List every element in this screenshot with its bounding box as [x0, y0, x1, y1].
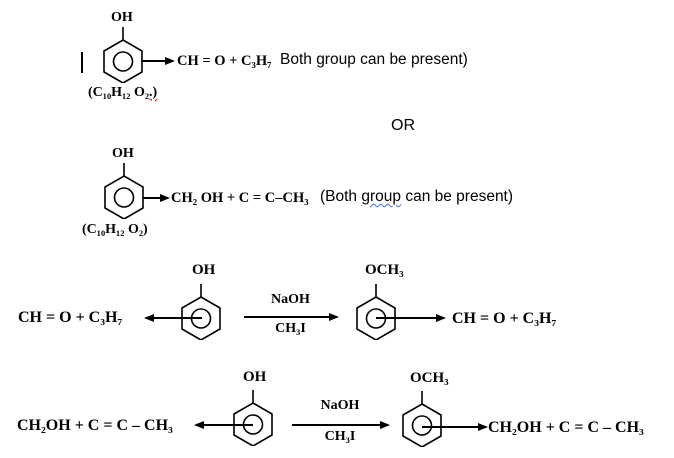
product-formula-left: CH₂OH + C = C – CH₃	[17, 417, 173, 434]
molecular-formula: (C₁₀H₁₂ O₂.)	[88, 85, 157, 101]
text-cursor[interactable]	[81, 52, 83, 73]
products-formula: CH = O + C₃H₇	[177, 53, 272, 69]
reagent-below-arrow: CH₃I	[324, 429, 356, 444]
reagent-above-arrow: NaOH	[271, 292, 310, 307]
benzene-ring-icon	[402, 391, 442, 447]
reagent-below-arrow: CH₃I	[275, 321, 306, 336]
molecular-formula-main: (C₁₀H₁₂ O	[88, 85, 145, 100]
note-word: group	[361, 188, 402, 205]
substituent-label-oh: OH	[243, 369, 267, 385]
reaction-arrow-icon	[244, 316, 337, 318]
arrow-right-icon	[143, 197, 168, 199]
benzene-ring-icon	[104, 163, 144, 219]
reagent-above-arrow: NaOH	[320, 398, 360, 413]
product-formula-right: CH = O + C₃H₇	[452, 310, 557, 327]
substituent-label-oh: OH	[111, 10, 133, 25]
arrow-left-icon	[196, 424, 253, 426]
annotation-note: Both group can be present)	[280, 51, 468, 68]
substituent-label-och3: OCH₃	[410, 370, 449, 386]
substituent-label-oh: OH	[192, 262, 216, 278]
arrow-right-icon	[422, 426, 486, 428]
benzene-ring-icon	[181, 284, 221, 340]
note-post: can be present)	[401, 188, 514, 205]
arrow-left-icon	[146, 317, 202, 319]
annotation-note: (Both group can be present)	[320, 188, 513, 206]
benzene-ring-icon	[233, 390, 273, 446]
note-pre: (Both	[320, 188, 362, 205]
molecular-formula-tail: ₂.)	[144, 85, 158, 100]
substituent-label-oh: OH	[112, 146, 134, 161]
benzene-ring-icon	[103, 27, 143, 83]
product-formula-left: CH = O + C₃H₇	[18, 309, 123, 326]
benzene-ring-icon	[356, 284, 396, 340]
reaction-arrow-icon	[292, 424, 388, 426]
product-formula-right: CH₂OH + C = C – CH₃	[488, 419, 644, 436]
products-formula: CH₂ OH + C = C–CH₃	[171, 190, 309, 206]
substituent-label-och3: OCH₃	[365, 262, 404, 278]
arrow-right-icon	[141, 60, 173, 62]
or-divider: OR	[391, 117, 415, 134]
molecular-formula: (C₁₀H₁₂ O₂)	[82, 222, 148, 237]
arrow-right-icon	[376, 317, 444, 319]
